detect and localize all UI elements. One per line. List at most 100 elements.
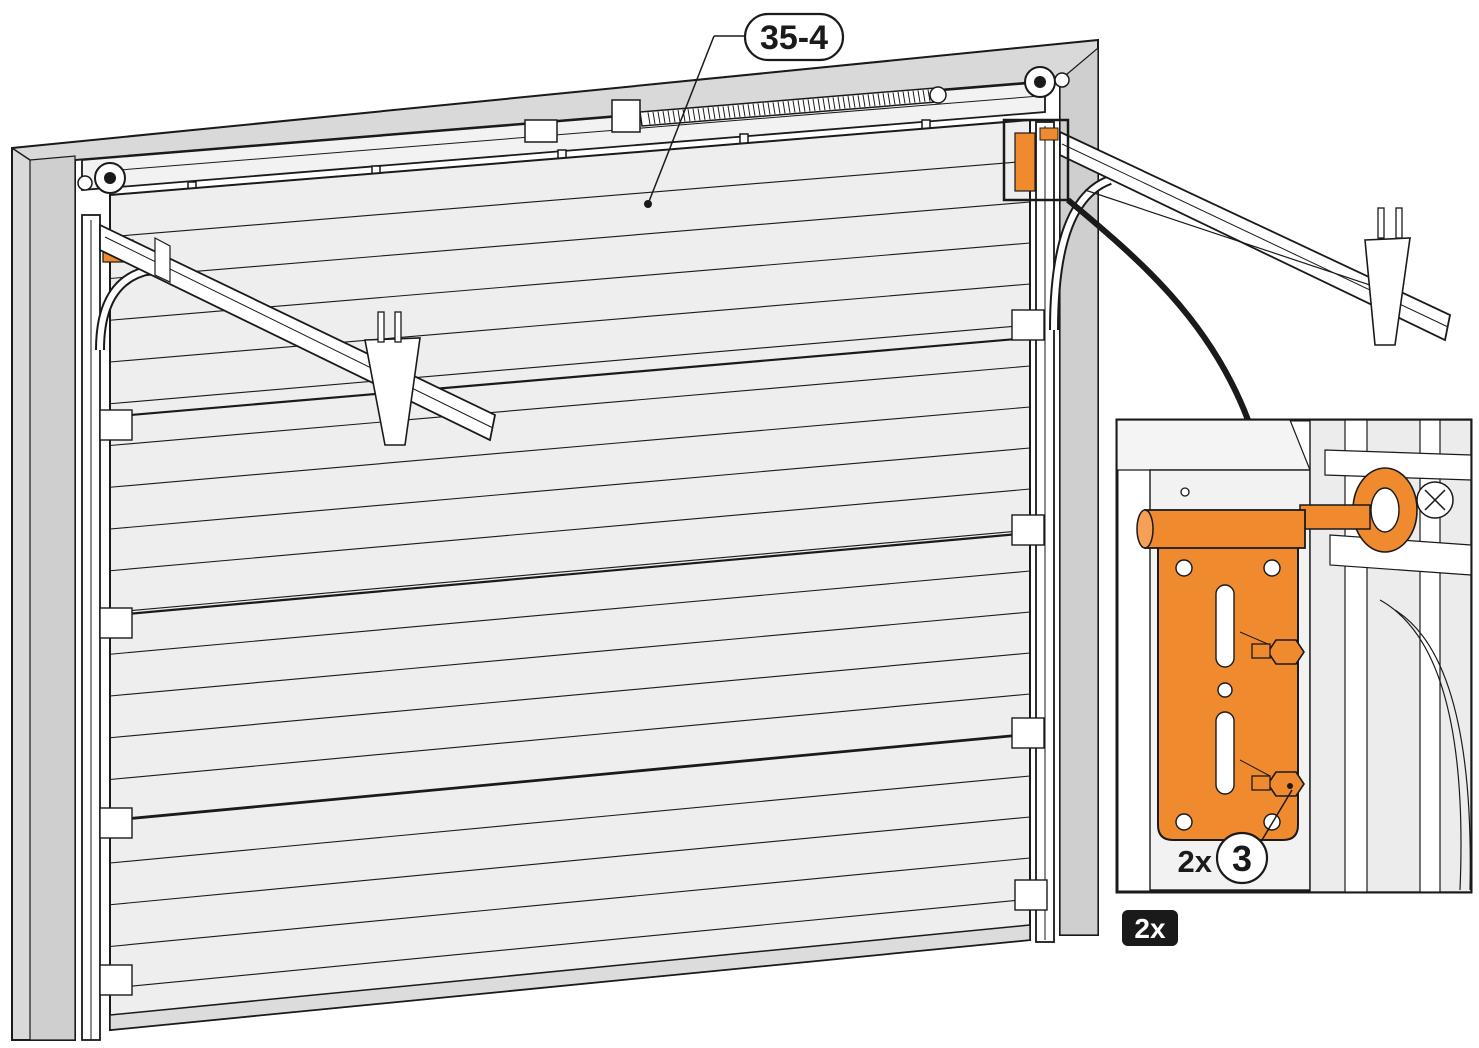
spring-coil — [852, 95, 856, 108]
spring-coil — [927, 89, 931, 102]
screw-upper — [1239, 631, 1305, 665]
panel-groove — [110, 775, 1030, 864]
part-callout: 35-4 — [644, 12, 845, 208]
repeat-badge-text: 2x — [1134, 913, 1166, 944]
ceiling-hanger-right — [1364, 207, 1411, 346]
spring-coil — [892, 92, 896, 105]
spring-coil — [857, 95, 861, 108]
spring-coil — [877, 93, 881, 106]
door-hinges — [99, 309, 1048, 996]
spring-coil — [907, 91, 911, 104]
spring-coil — [707, 107, 711, 120]
spring-coil — [912, 90, 916, 103]
hinge — [99, 964, 133, 996]
spring-coil — [767, 102, 771, 115]
hinge — [1011, 514, 1045, 546]
spring-coil — [837, 96, 841, 109]
spring-coil — [752, 103, 756, 116]
spring-coil — [687, 109, 691, 122]
spring-coil — [652, 111, 656, 125]
panel-groove — [110, 693, 1030, 781]
spring-coil — [787, 100, 791, 114]
spring-coil — [872, 93, 876, 107]
spring-coil — [822, 98, 826, 111]
hinge — [99, 607, 133, 639]
spring-coil — [782, 101, 786, 114]
hinge — [99, 409, 133, 441]
repeat-badge: 2x — [1122, 910, 1178, 946]
spring-coil — [862, 94, 866, 107]
screw-lower — [1239, 759, 1305, 797]
part-label: 35-4 — [760, 19, 828, 57]
spring-coil — [887, 92, 891, 105]
panel-groove — [110, 816, 1030, 906]
hinge — [1011, 309, 1045, 341]
screw-ref-number: 3 — [1232, 838, 1252, 879]
hinge — [99, 807, 133, 839]
spring-coil — [667, 110, 671, 123]
panel-groove — [110, 324, 1030, 405]
spring-coil — [662, 111, 666, 124]
detail-connector — [1066, 197, 1251, 422]
spring-coil — [922, 89, 926, 103]
spring-coil — [762, 102, 766, 116]
spring-coil — [677, 109, 681, 122]
panel-groove — [110, 652, 1030, 739]
spring-coil — [777, 101, 781, 114]
spring-coil — [817, 98, 821, 111]
spring-coil — [807, 99, 811, 112]
panel-groove — [110, 201, 1030, 280]
panel-groove — [110, 406, 1030, 488]
panel-groove — [110, 857, 1030, 948]
panel-groove — [110, 283, 1030, 363]
panel-groove — [110, 529, 1030, 614]
spring-coil — [832, 97, 836, 110]
hinge — [1014, 879, 1048, 911]
spring-coil — [827, 97, 831, 110]
cable-drum-left — [77, 162, 126, 194]
panel-groove — [110, 611, 1030, 697]
spring-coil — [757, 103, 761, 116]
torsion-spring — [611, 86, 947, 133]
spring-coil — [797, 100, 801, 113]
door-leaf — [109, 118, 1031, 1032]
spring-coil — [712, 106, 716, 120]
spring-coil — [672, 110, 676, 123]
spring-coil — [882, 93, 886, 106]
hinge — [1011, 717, 1045, 749]
spring-coil — [727, 105, 731, 118]
spring-coil — [792, 100, 796, 113]
spring-coil — [847, 95, 851, 109]
spring-coil — [682, 109, 686, 122]
spring-coil — [647, 112, 651, 125]
section-joint — [110, 531, 1030, 617]
panel-groove — [110, 447, 1030, 530]
spring-coil — [742, 104, 746, 117]
spring-coil — [902, 91, 906, 104]
panel-groove — [110, 570, 1030, 655]
spring-coil — [717, 106, 721, 119]
panel-groove — [110, 488, 1030, 572]
wall-frame — [11, 38, 1099, 1041]
spring-coil — [897, 91, 901, 105]
spring-coil — [867, 94, 871, 107]
spring-coil — [697, 108, 701, 121]
spring-coil — [702, 107, 706, 120]
spring-coil — [722, 106, 726, 119]
cable-drum-right — [1024, 66, 1070, 98]
section-joint — [110, 336, 1030, 418]
highlighted-bracket-small — [1002, 118, 1070, 202]
spring-coil — [737, 104, 741, 118]
panel-groove — [110, 160, 1030, 238]
spring-coil — [842, 96, 846, 109]
panel-groove — [110, 734, 1030, 822]
panel-groove — [110, 365, 1030, 447]
screw-quantity: 2x — [1178, 844, 1213, 879]
spring-coil — [657, 111, 661, 124]
header-brackets — [187, 119, 931, 193]
screw-ref-circle — [1215, 831, 1269, 885]
spring-coil — [802, 99, 806, 112]
spring-coil — [747, 104, 751, 117]
spring-coil — [732, 105, 736, 118]
